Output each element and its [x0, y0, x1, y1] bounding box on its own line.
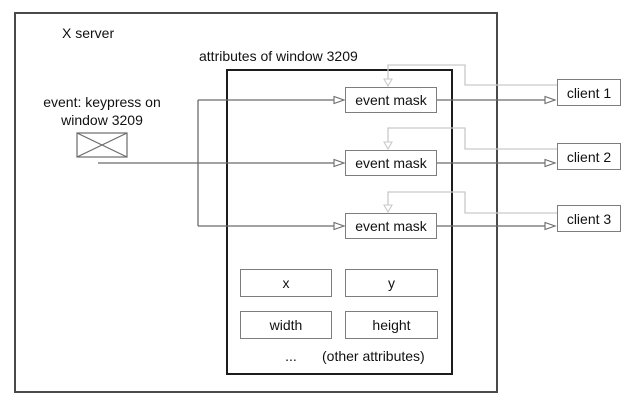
attribute-box-y: y [345, 269, 438, 297]
x-server-label: X server [62, 25, 115, 41]
attributes-box [226, 69, 453, 375]
ellipsis-label: ... [285, 348, 297, 364]
event-mask-box-1: event mask [345, 87, 437, 113]
attributes-box-label: attributes of window 3209 [199, 48, 358, 64]
event-label-line1: event: keypress on [43, 94, 161, 110]
attribute-box-width: width [240, 311, 332, 339]
other-attributes-label: (other attributes) [322, 348, 425, 364]
attribute-box-height: height [345, 311, 438, 339]
client-box-2: client 2 [557, 143, 621, 170]
client-box-1: client 1 [557, 79, 621, 106]
event-mask-box-3: event mask [345, 213, 437, 239]
attribute-box-x: x [240, 269, 332, 297]
client-box-3: client 3 [557, 205, 621, 232]
client-arrowheads [544, 95, 557, 231]
event-label: event: keypress on window 3209 [34, 93, 170, 129]
event-mask-box-2: event mask [345, 150, 437, 176]
event-label-line2: window 3209 [61, 112, 143, 128]
